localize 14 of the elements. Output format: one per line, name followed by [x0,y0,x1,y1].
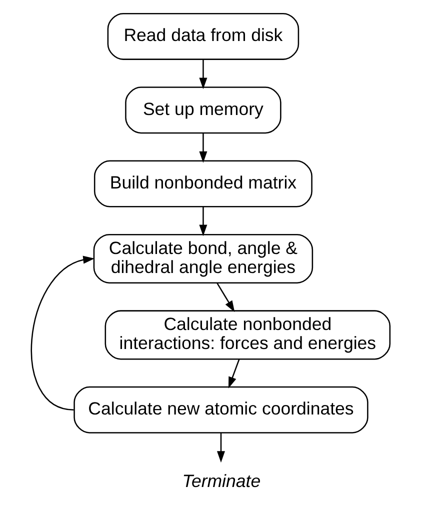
arrow [216,432,225,463]
arrow [216,282,235,312]
arrow [228,358,240,388]
node-box: Calculate nonbonded interactions: forces and energies [104,310,391,360]
arrow [31,256,95,410]
node-box: Calculate new atomic coordinates [74,386,368,434]
node-box: Read data from disk [107,12,300,60]
node-box: Set up memory [125,86,282,134]
node-box: Calculate bond, angle & dihedral angle energies [93,234,314,284]
arrow [199,133,208,163]
arrow [199,206,208,236]
node-box: Build nonbonded matrix [94,160,312,208]
node-text: Terminate [182,470,261,491]
arrow [199,59,208,90]
